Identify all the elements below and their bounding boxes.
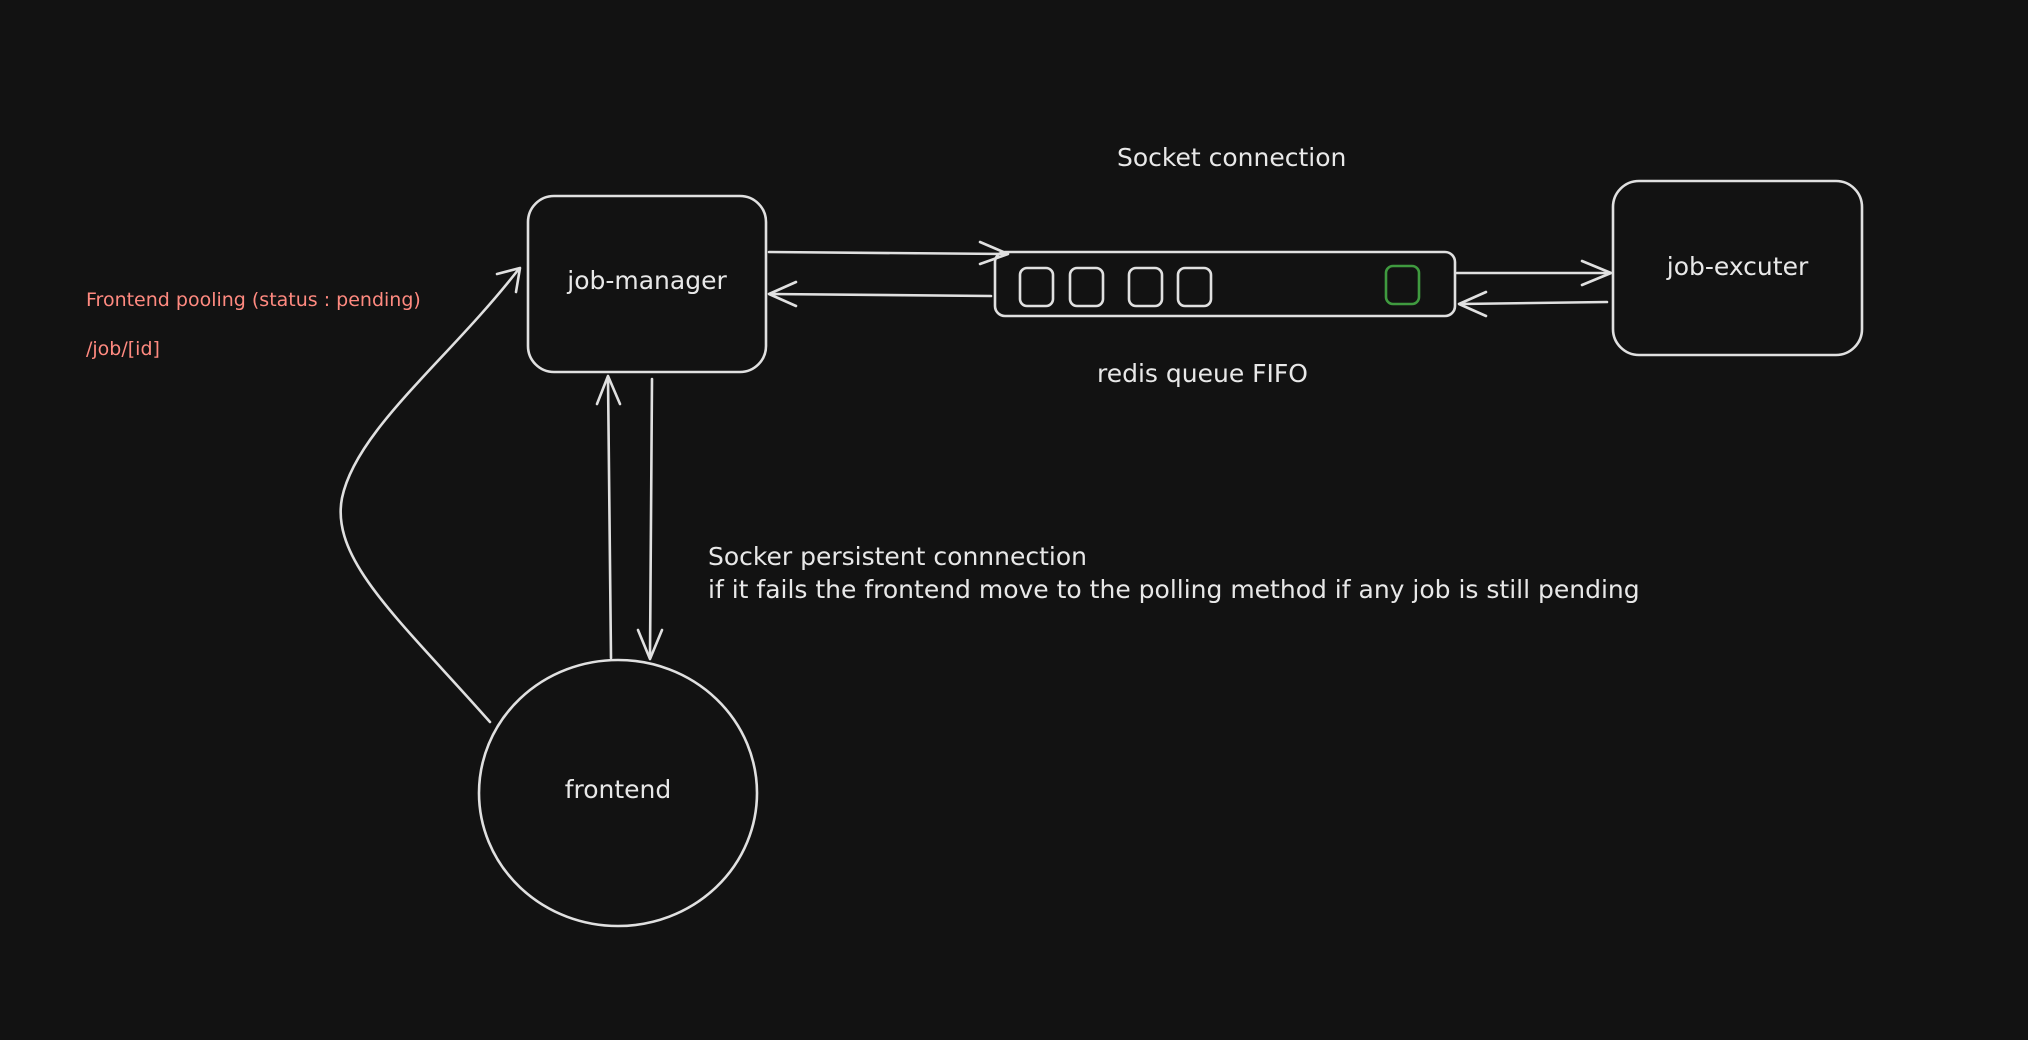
- pooling-note: Frontend pooling (status : pending): [86, 289, 421, 311]
- redis-queue-box[interactable]: [993, 250, 1457, 318]
- arrow-manager-to-frontend: [636, 377, 664, 661]
- queue-item-active: [1384, 264, 1421, 306]
- job-manager-box[interactable]: [526, 194, 768, 374]
- arrow-queue-to-manager: [767, 280, 993, 308]
- persistent-connection-line-1: Socker persistent connnection: [708, 542, 1087, 571]
- frontend-label: frontend: [564, 775, 672, 804]
- persistent-connection-line-2: if it fails the frontend move to the pol…: [708, 575, 1640, 604]
- frontend-circle[interactable]: [477, 658, 759, 928]
- arrow-polling-curve: [339, 266, 522, 724]
- queue-item-4: [1176, 266, 1213, 308]
- job-executer-box[interactable]: [1611, 179, 1864, 357]
- arrow-manager-to-queue: [767, 240, 1010, 266]
- job-executer-label: job-excuter: [1666, 252, 1809, 281]
- endpoint-note: /job/[id]: [86, 338, 160, 360]
- arrow-queue-to-executer: [1455, 259, 1613, 287]
- socket-connection-label: Socket connection: [1117, 143, 1347, 172]
- arrow-frontend-to-manager: [595, 374, 622, 660]
- arrow-executer-to-queue: [1457, 290, 1609, 318]
- queue-item-3: [1127, 266, 1164, 308]
- queue-item-1: [1018, 266, 1055, 308]
- queue-item-2: [1068, 266, 1105, 308]
- job-manager-label: job-manager: [567, 266, 727, 295]
- redis-queue-label: redis queue FIFO: [1097, 359, 1308, 388]
- persistent-connection-note: Socker persistent connnection if it fail…: [708, 540, 1640, 606]
